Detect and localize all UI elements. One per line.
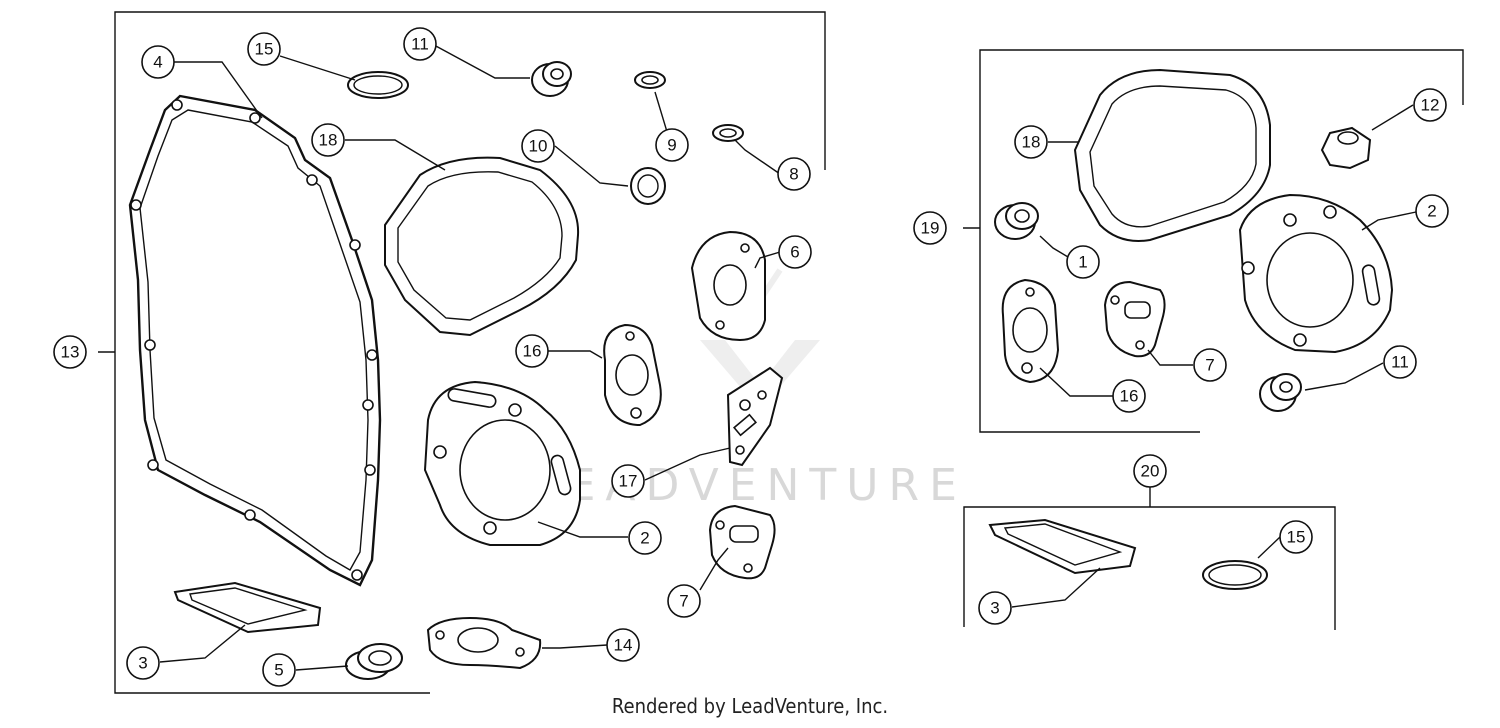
callout-3[interactable]: 3: [126, 646, 160, 680]
callout-19[interactable]: 19: [913, 211, 947, 245]
kit-20-bracket: [963, 487, 1336, 630]
callout-12[interactable]: 12: [1413, 88, 1447, 122]
svg-text:8: 8: [789, 165, 798, 184]
svg-text:5: 5: [274, 661, 283, 680]
svg-text:7: 7: [679, 592, 688, 611]
svg-text:14: 14: [614, 636, 633, 655]
part-7-intake-gasket: [708, 504, 776, 580]
callout-4[interactable]: 4: [141, 45, 175, 79]
part-14-gasket: [426, 616, 542, 670]
callout-18[interactable]: 18: [311, 123, 345, 157]
callout-3[interactable]: 3: [978, 591, 1012, 625]
svg-text:15: 15: [255, 40, 274, 59]
callout-15[interactable]: 15: [247, 32, 281, 66]
part-10-seal: [630, 167, 666, 205]
svg-text:9: 9: [667, 136, 676, 155]
part-15-seal-ring: [1202, 560, 1268, 590]
kit-19-bracket: [963, 49, 1464, 433]
callout-6[interactable]: 6: [778, 235, 812, 269]
part-4-crankcase-gasket: [128, 94, 382, 587]
callout-1[interactable]: 1: [1066, 245, 1100, 279]
callout-16[interactable]: 16: [1112, 379, 1146, 413]
part-7-intake-gasket: [1103, 280, 1166, 358]
part-8-washer: [712, 124, 744, 142]
svg-text:2: 2: [1427, 202, 1436, 221]
svg-text:11: 11: [1391, 353, 1409, 372]
callout-7[interactable]: 7: [667, 584, 701, 618]
part-2-head-gasket: [423, 380, 581, 546]
part-6-spacer-gasket: [690, 230, 766, 342]
svg-text:15: 15: [1287, 528, 1306, 547]
leader-lines-left: [159, 44, 781, 671]
callout-17[interactable]: 17: [611, 464, 645, 498]
callout-15[interactable]: 15: [1279, 520, 1313, 554]
svg-text:10: 10: [529, 137, 548, 156]
leader-lines-kit20: [1011, 536, 1281, 608]
callout-16[interactable]: 16: [515, 334, 549, 368]
svg-text:7: 7: [1205, 356, 1214, 375]
part-2-head-gasket: [1238, 193, 1394, 354]
svg-text:1: 1: [1078, 253, 1087, 272]
callout-8[interactable]: 8: [777, 157, 811, 191]
svg-text:18: 18: [319, 131, 338, 150]
svg-text:19: 19: [921, 219, 940, 238]
part-5-oil-seal: [345, 643, 403, 680]
callout-5[interactable]: 5: [262, 653, 296, 687]
svg-text:6: 6: [790, 243, 799, 262]
watermark-text: LEADVENTURE: [533, 460, 967, 511]
kit-13-bracket: [98, 11, 826, 694]
part-16-exhaust-gasket: [603, 323, 662, 427]
svg-text:2: 2: [640, 529, 649, 548]
part-15-seal-ring: [347, 71, 409, 99]
callout-2[interactable]: 2: [628, 521, 662, 555]
leader-lines-right: [1039, 104, 1417, 397]
part-3-breather-gasket: [173, 581, 322, 634]
svg-text:16: 16: [523, 342, 542, 361]
part-18-rocker-cover-gasket: [1073, 68, 1271, 242]
part-18-rocker-cover-gasket: [384, 156, 580, 337]
callout-11[interactable]: 11: [1383, 345, 1417, 379]
callout-13[interactable]: 13: [53, 335, 87, 369]
callout-18[interactable]: 18: [1014, 125, 1048, 159]
svg-text:3: 3: [990, 599, 999, 618]
part-17-plate-gasket: [726, 366, 784, 467]
svg-text:20: 20: [1141, 462, 1160, 481]
callout-9[interactable]: 9: [655, 128, 689, 162]
callout-20[interactable]: 20: [1133, 454, 1167, 488]
callout-10[interactable]: 10: [521, 129, 555, 163]
part-1-seal: [994, 202, 1039, 240]
callout-7[interactable]: 7: [1193, 348, 1227, 382]
callout-14[interactable]: 14: [606, 628, 640, 662]
part-9-washer: [634, 71, 666, 89]
part-11-valve-seal: [1259, 373, 1302, 412]
part-11-valve-seal: [531, 61, 572, 97]
svg-text:13: 13: [61, 343, 80, 362]
part-12-nut: [1320, 126, 1372, 170]
svg-text:3: 3: [138, 654, 147, 673]
part-3-breather-gasket: [988, 518, 1137, 575]
footer-credit: Rendered by LeadVenture, Inc.: [611, 694, 889, 718]
part-16-exhaust-gasket: [1001, 278, 1060, 384]
svg-text:12: 12: [1421, 96, 1440, 115]
svg-text:4: 4: [153, 53, 162, 72]
callout-2[interactable]: 2: [1415, 194, 1449, 228]
svg-text:17: 17: [619, 472, 638, 491]
svg-text:16: 16: [1120, 387, 1139, 406]
svg-text:18: 18: [1022, 133, 1041, 152]
svg-text:11: 11: [411, 35, 429, 54]
callout-11[interactable]: 11: [403, 27, 437, 61]
